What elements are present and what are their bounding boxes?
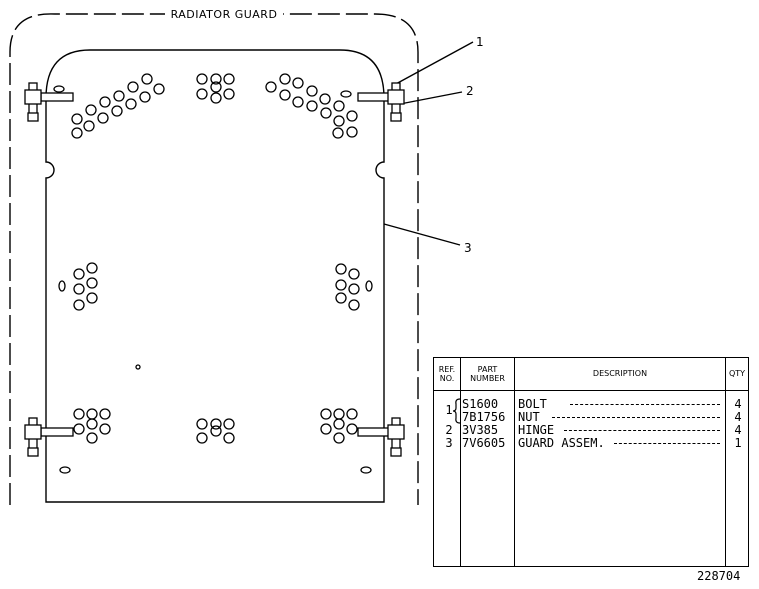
callout-2: 2 <box>466 84 474 98</box>
vent-hole <box>86 277 98 289</box>
vent-hole <box>210 418 222 430</box>
vent-hole <box>153 83 165 95</box>
callout-3: 3 <box>464 241 472 255</box>
vent-hole <box>210 73 222 85</box>
vent-hole <box>292 96 304 108</box>
slot-hole <box>365 280 373 292</box>
parts-table: REF. NO. PART NUMBER DESCRIPTION QTY 1 S… <box>433 357 749 567</box>
slot-hole <box>135 364 141 370</box>
brace-icon <box>452 398 461 424</box>
vent-hole <box>335 279 347 291</box>
header-part-number: PART NUMBER <box>470 364 505 383</box>
vent-hole <box>348 268 360 280</box>
vent-hole <box>348 283 360 295</box>
hinge-bolt-assembly <box>24 417 74 457</box>
vent-hole <box>333 432 345 444</box>
vent-hole <box>210 425 222 437</box>
table-row: 2 3V385 HINGE 4 <box>445 423 742 437</box>
vent-hole <box>97 112 109 124</box>
vent-hole <box>333 418 345 430</box>
slot-hole <box>59 466 71 474</box>
vent-hole <box>306 100 318 112</box>
vent-hole <box>86 292 98 304</box>
guard-panel <box>45 49 385 503</box>
vent-hole <box>319 93 331 105</box>
vent-hole <box>333 115 345 127</box>
vent-hole <box>99 408 111 420</box>
hinge-bolt-assembly <box>24 82 74 122</box>
vent-hole <box>196 432 208 444</box>
vent-hole <box>346 126 358 138</box>
vent-hole <box>73 283 85 295</box>
vent-hole <box>223 418 235 430</box>
vent-hole <box>265 81 277 93</box>
vent-hole <box>335 292 347 304</box>
vent-hole <box>86 408 98 420</box>
vent-hole <box>71 127 83 139</box>
vent-hole <box>320 408 332 420</box>
vent-hole <box>141 73 153 85</box>
vent-hole <box>279 89 291 101</box>
drawing-number: 228704 <box>697 569 741 583</box>
vent-hole <box>71 113 83 125</box>
vent-hole <box>333 408 345 420</box>
vent-hole <box>125 98 137 110</box>
header-ref-no: REF. NO. <box>438 364 456 383</box>
vent-hole <box>333 100 345 112</box>
vent-hole <box>99 96 111 108</box>
table-row: 7B1756 NUT 4 <box>462 410 742 424</box>
vent-hole <box>113 90 125 102</box>
vent-hole <box>210 92 222 104</box>
vent-hole <box>127 81 139 93</box>
vent-hole <box>73 408 85 420</box>
vent-hole <box>73 299 85 311</box>
hinge-bolt-assembly <box>357 82 405 122</box>
vent-hole <box>292 77 304 89</box>
vent-hole <box>346 110 358 122</box>
vent-hole <box>196 88 208 100</box>
vent-hole <box>223 432 235 444</box>
vent-hole <box>99 423 111 435</box>
vent-hole <box>73 423 85 435</box>
vent-hole <box>86 432 98 444</box>
vent-hole <box>111 105 123 117</box>
vent-hole <box>332 127 344 139</box>
vent-hole <box>320 423 332 435</box>
vent-hole <box>335 263 347 275</box>
vent-hole <box>346 423 358 435</box>
vent-hole <box>279 73 291 85</box>
vent-hole <box>83 120 95 132</box>
slot-hole <box>340 90 352 98</box>
vent-hole <box>210 81 222 93</box>
vent-hole <box>139 91 151 103</box>
vent-hole <box>196 418 208 430</box>
vent-hole <box>85 104 97 116</box>
hinge-bolt-assembly <box>357 417 405 457</box>
slot-hole <box>53 85 65 93</box>
vent-hole <box>196 73 208 85</box>
slot-hole <box>360 466 372 474</box>
table-row: 3 7V6605 GUARD ASSEM. 1 <box>445 436 742 450</box>
vent-hole <box>86 418 98 430</box>
vent-hole <box>348 299 360 311</box>
vent-hole <box>86 262 98 274</box>
vent-hole <box>346 408 358 420</box>
table-row: 1 S1600 BOLT 4 <box>445 397 742 417</box>
callout-1: 1 <box>476 35 484 49</box>
vent-hole <box>320 107 332 119</box>
diagram-title: RADIATOR GUARD <box>171 8 278 21</box>
vent-hole <box>223 88 235 100</box>
header-qty: QTY <box>728 369 746 379</box>
vent-hole <box>223 73 235 85</box>
slot-hole <box>58 280 66 292</box>
vent-hole <box>73 268 85 280</box>
vent-hole <box>306 85 318 97</box>
header-description: DESCRIPTION <box>592 369 648 379</box>
